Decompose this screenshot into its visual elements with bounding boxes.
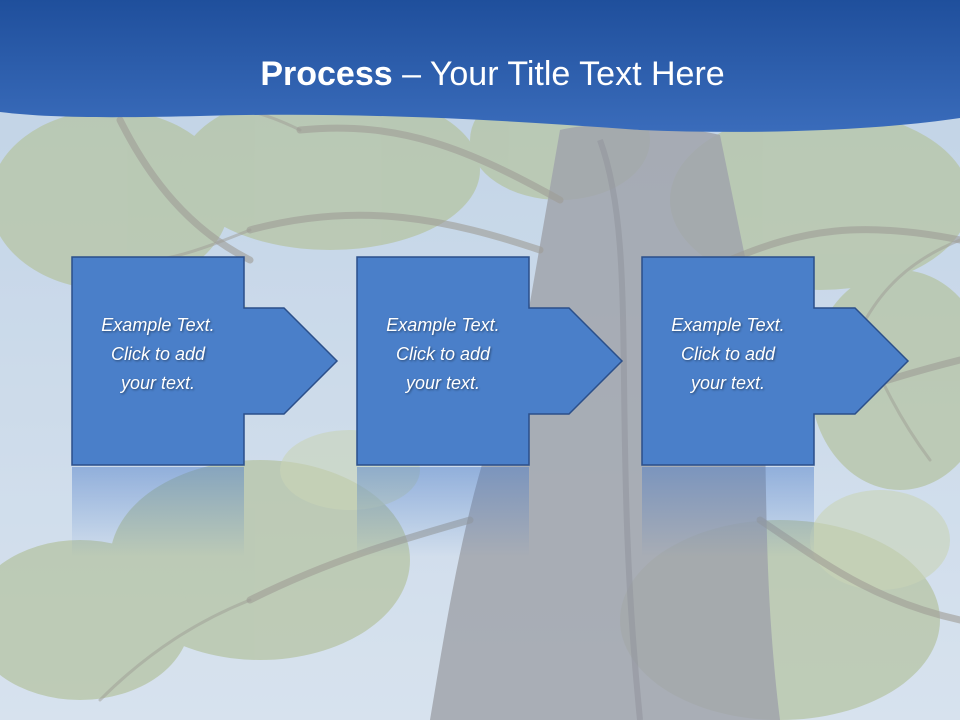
step-line-2: Click to add: [680, 344, 776, 364]
step-reflection: [357, 467, 529, 557]
step-line-1: Example Text.: [101, 315, 215, 335]
process-step-2[interactable]: Example Text. Click to add your text.: [356, 256, 624, 466]
step-line-3: your text.: [120, 373, 196, 393]
step-line-1: Example Text.: [386, 315, 500, 335]
step-shape: [71, 256, 339, 466]
slide-title[interactable]: Process – Your Title Text Here: [0, 52, 960, 96]
step-shape: [356, 256, 624, 466]
step-line-3: your text.: [690, 373, 766, 393]
process-step-3[interactable]: Example Text. Click to add your text.: [641, 256, 910, 466]
process-step-1[interactable]: Example Text. Click to add your text.: [71, 256, 339, 466]
step-text: Example Text. Click to add your text.: [72, 311, 244, 398]
step-line-2: Click to add: [395, 344, 491, 364]
title-bold: Process: [260, 55, 393, 93]
step-line-2: Click to add: [110, 344, 206, 364]
step-line-1: Example Text.: [671, 315, 785, 335]
header-banner: [0, 0, 960, 132]
step-shape: [641, 256, 910, 466]
step-line-3: your text.: [405, 373, 481, 393]
step-reflection: [642, 467, 814, 557]
step-text: Example Text. Click to add your text.: [357, 311, 529, 398]
title-rest: Your Title Text Here: [429, 55, 725, 93]
step-reflection: [72, 467, 244, 557]
step-text: Example Text. Click to add your text.: [642, 311, 814, 398]
title-dash: –: [392, 55, 430, 93]
